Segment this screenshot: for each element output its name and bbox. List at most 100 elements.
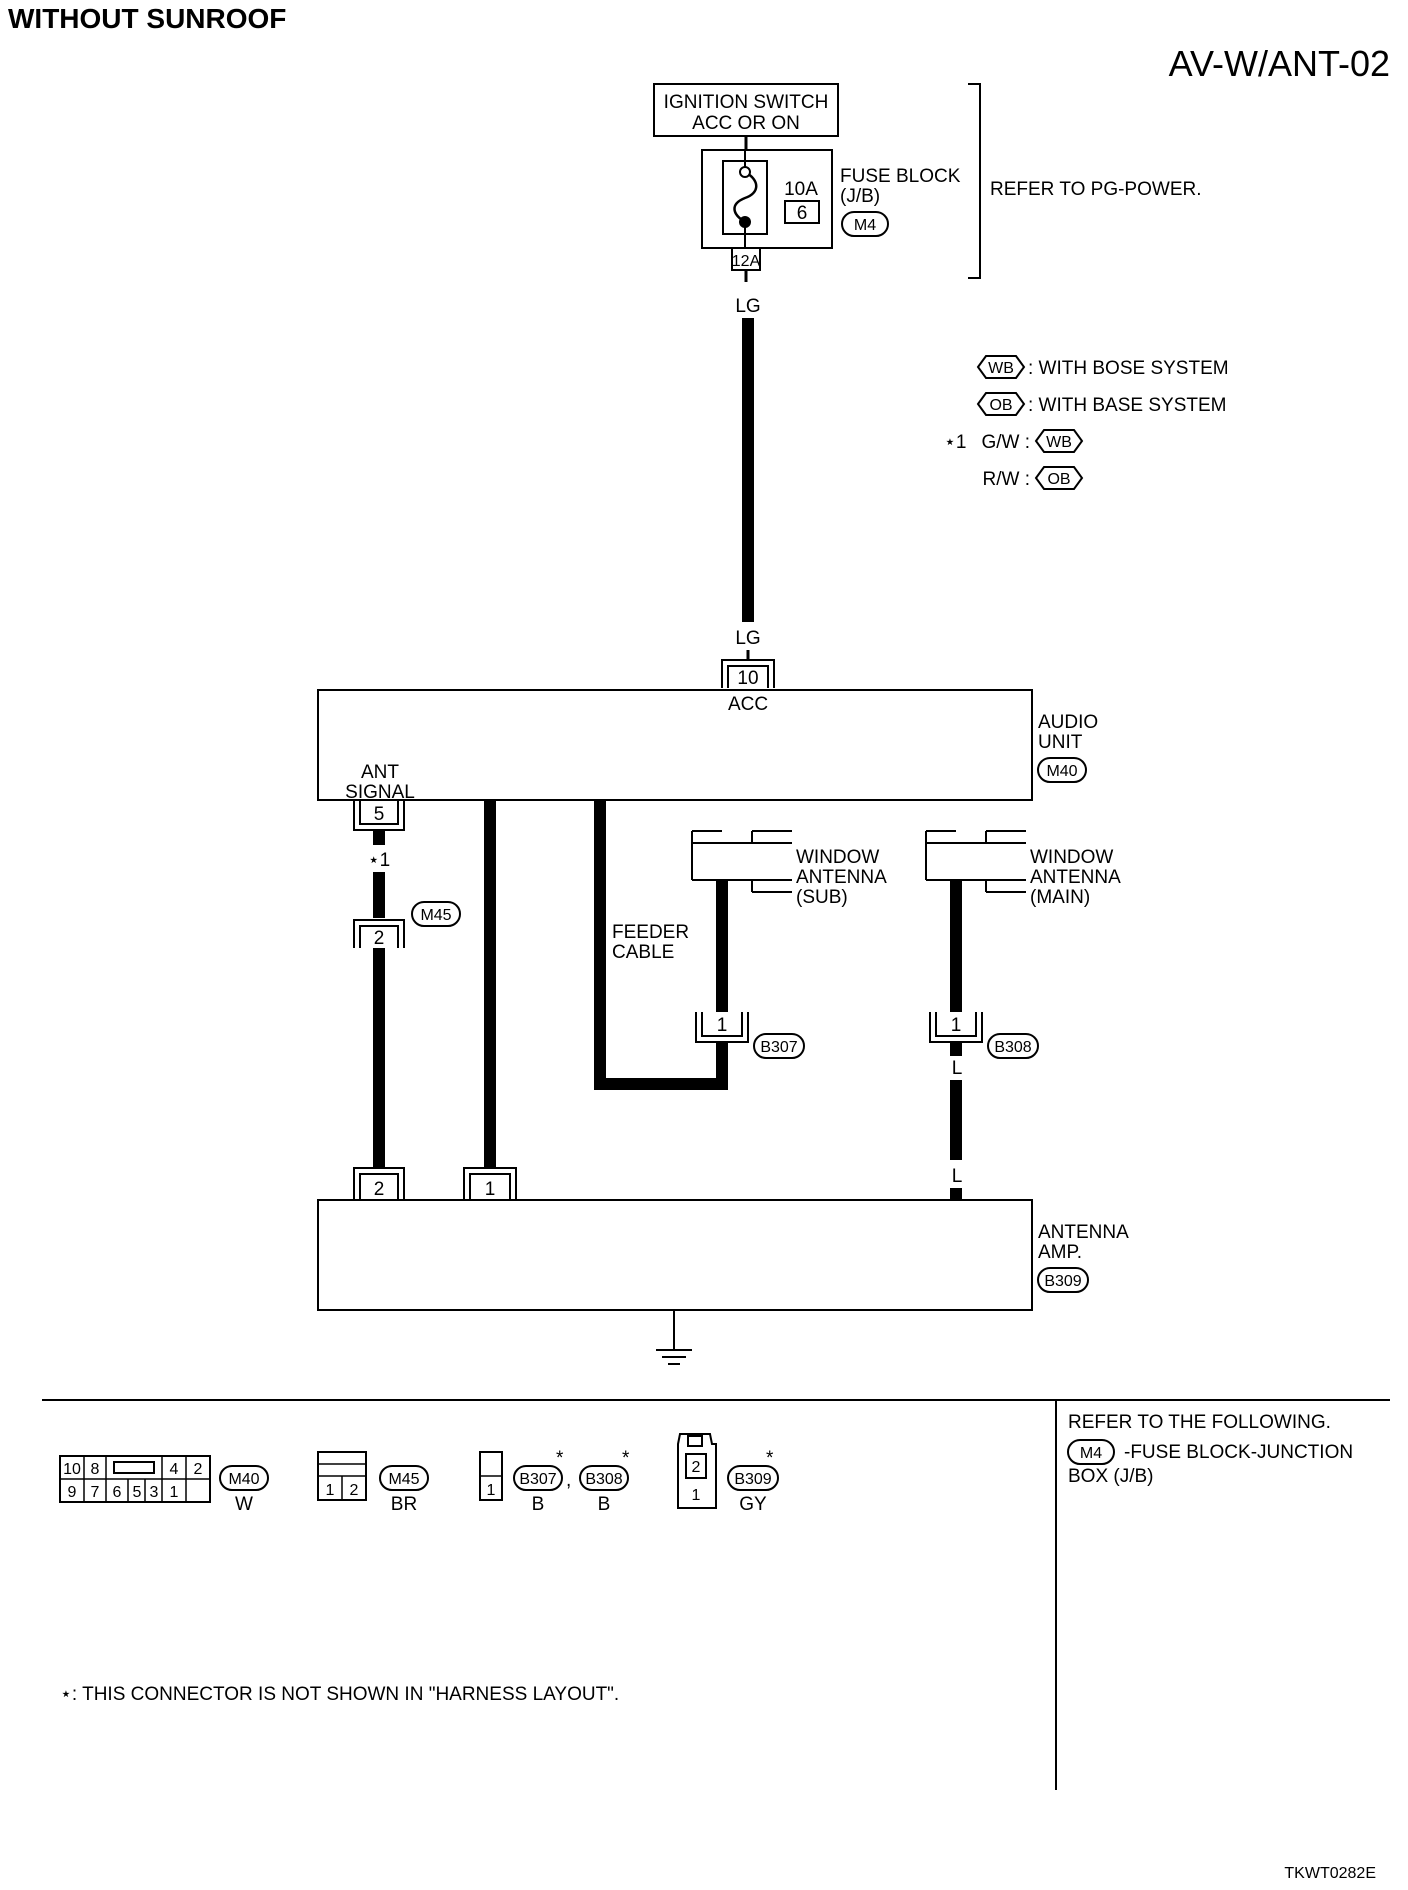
fuse-amp: 10A [784, 179, 818, 200]
window-sub-label-3: (SUB) [796, 887, 848, 908]
b309-connector: B309 [1044, 1273, 1081, 1290]
b308-face-connector: B308 [585, 1471, 622, 1488]
harness-footnote: ⋆: THIS CONNECTOR IS NOT SHOWN IN "HARNE… [60, 1684, 619, 1705]
fuse-block-connector: M4 [854, 217, 876, 234]
m40-face-color: W [235, 1494, 253, 1515]
svg-text:1: 1 [326, 1482, 335, 1499]
window-main-label-3: (MAIN) [1030, 887, 1090, 908]
fuse-block-label-2: (J/B) [840, 186, 880, 207]
antenna-amp-label-2: AMP. [1038, 1242, 1082, 1263]
feeder-cable [594, 800, 728, 1090]
audio-unit-box [317, 689, 1033, 801]
window-antenna-main [925, 830, 1026, 893]
diagram-code: AV-W/ANT-02 [1169, 43, 1390, 84]
antenna-amp-label-1: ANTENNA [1038, 1222, 1129, 1243]
b308-star: * [622, 1448, 630, 1469]
b308-connector: B308 [994, 1039, 1031, 1056]
b309-star: * [766, 1448, 774, 1469]
b307-connector: B307 [760, 1039, 797, 1056]
wb-tag: WB [976, 355, 1026, 379]
ground-icon [656, 1310, 692, 1365]
b307-face-connector: B307 [519, 1471, 556, 1488]
refer-m4-connector: M4 [1080, 1445, 1102, 1462]
audio-acc-pin: 10 [737, 668, 758, 689]
wire-color-lg-bottom: LG [735, 628, 760, 649]
rw-ob-tag: OB [1034, 466, 1084, 490]
ant-signal-pin: 5 [374, 804, 385, 825]
fuse-output-pin: 12A [732, 253, 761, 270]
refer-power-note: REFER TO PG-POWER. [990, 179, 1202, 200]
svg-text:2: 2 [194, 1461, 203, 1478]
window-sub-label-2: ANTENNA [796, 867, 887, 888]
window-main-label-1: WINDOW [1030, 847, 1113, 868]
svg-text:1: 1 [692, 1487, 701, 1504]
ob-tag: OB [976, 392, 1026, 416]
feeder-cable-label-2: CABLE [612, 942, 674, 963]
amp-pin-2: 2 [374, 1179, 385, 1200]
gw-wb-tag: WB [1034, 429, 1084, 453]
b307-face-color: B [532, 1494, 545, 1515]
m45-face-color: BR [391, 1494, 417, 1515]
m45-connector: M45 [420, 907, 451, 924]
feeder-cable-label-1: FEEDER [612, 922, 689, 943]
ignition-label-1: IGNITION SWITCH [664, 92, 829, 113]
fuse-number: 6 [797, 203, 808, 224]
fuse-block: 10A 6 [701, 149, 833, 249]
b309-face-connector: B309 [734, 1471, 771, 1488]
svg-text:1: 1 [487, 1482, 496, 1499]
svg-text:9: 9 [68, 1484, 77, 1501]
m40-face-connector: M40 [228, 1471, 259, 1488]
fuse-icon [733, 170, 758, 224]
svg-text:5: 5 [133, 1484, 142, 1501]
svg-text:OB: OB [989, 397, 1012, 414]
legend-star1: ⋆1 [944, 432, 966, 453]
wire-color-lg-top: LG [735, 296, 760, 317]
legend-wb-text: : WITH BOSE SYSTEM [1028, 358, 1229, 379]
legend: WB : WITH BOSE SYSTEM OB : WITH BASE SYS… [944, 355, 1229, 490]
m40-connector-face: 10 8 4 2 9 7 6 5 3 1 [59, 1455, 211, 1503]
wire-star1: ⋆1 [368, 850, 390, 871]
svg-text:8: 8 [91, 1461, 100, 1478]
m45-connector-face: 1 2 [317, 1451, 367, 1501]
svg-text:7: 7 [91, 1484, 100, 1501]
variant-title: WITHOUT SUNROOF [8, 3, 286, 34]
svg-text:2: 2 [692, 1459, 701, 1476]
b307-star: * [556, 1448, 564, 1469]
svg-text:6: 6 [113, 1484, 122, 1501]
b309-face-color: GY [739, 1494, 767, 1515]
audio-unit-label-1: AUDIO [1038, 712, 1098, 733]
window-sub-pin: 1 [717, 1015, 728, 1036]
svg-text:4: 4 [170, 1461, 179, 1478]
m45-face-connector: M45 [388, 1471, 419, 1488]
refer-m4-text-1: -FUSE BLOCK-JUNCTION [1124, 1442, 1353, 1463]
m45-pin: 2 [374, 928, 385, 949]
legend-ob-text: : WITH BASE SYSTEM [1028, 395, 1226, 416]
svg-text:2: 2 [350, 1482, 359, 1499]
ant-signal-label-1: ANT [361, 762, 399, 783]
figure-id: TKWT0282E [1284, 1865, 1376, 1882]
svg-text:WB: WB [988, 360, 1014, 377]
window-sub-label-1: WINDOW [796, 847, 879, 868]
window-main-pin: 1 [951, 1015, 962, 1036]
svg-text:WB: WB [1046, 434, 1072, 451]
antenna-amp-box [317, 1199, 1033, 1311]
audio-acc-label: ACC [728, 694, 768, 715]
b308-face-color: B [598, 1494, 611, 1515]
svg-text:OB: OB [1047, 471, 1070, 488]
ignition-switch: IGNITION SWITCH ACC OR ON [653, 83, 839, 137]
legend-gw: G/W : [981, 432, 1030, 453]
refer-following-note: REFER TO THE FOLLOWING. [1068, 1412, 1331, 1433]
connector-separator: , [566, 1470, 571, 1491]
svg-text:3: 3 [150, 1484, 159, 1501]
b307-connector-face: 1 [479, 1451, 503, 1501]
svg-text:1: 1 [170, 1484, 179, 1501]
legend-rw: R/W : [983, 469, 1031, 490]
refer-m4-text-2: BOX (J/B) [1068, 1466, 1154, 1487]
window-main-label-2: ANTENNA [1030, 867, 1121, 888]
ant-signal-label-2: SIGNAL [345, 782, 415, 803]
fuse-block-label-1: FUSE BLOCK [840, 166, 961, 187]
ignition-label-2: ACC OR ON [692, 113, 800, 134]
amp-pin-1: 1 [485, 1179, 496, 1200]
wire-color-l-bottom: L [952, 1166, 963, 1187]
